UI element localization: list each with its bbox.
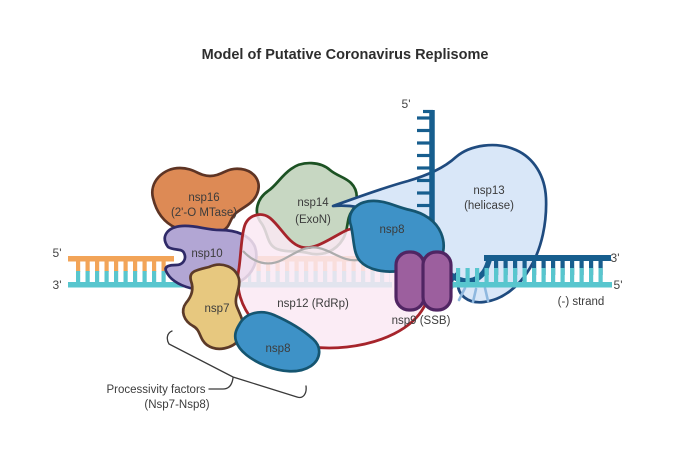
nsp8-top-label: nsp8 [380,224,405,236]
nascent-strand-5prime-label: 5' [402,97,411,111]
nsp7-label: nsp7 [205,303,230,315]
teal-strand-5prime-label: 5' [614,278,623,292]
nsp10-label: nsp10 [191,248,222,260]
processivity-label-line2: (Nsp7-Nsp8) [144,399,209,411]
nsp7-shape [181,263,246,351]
teal-strand-3prime-label: 3' [53,278,62,292]
nsp14-sublabel: (ExoN) [295,214,331,226]
processivity-label-line1: Processivity factors [106,384,205,396]
teal-strand-spine-right [448,282,612,288]
nsp9-label: nsp9 (SSB) [392,315,451,327]
blue-strand-3prime-label: 3' [611,251,620,265]
nsp16-label: nsp16 [188,192,219,204]
orange-strand-spine [68,256,174,262]
nsp13-sublabel: (helicase) [464,200,514,212]
orange-rungs [71,260,170,272]
nsp9-subunit-left [394,250,426,312]
nsp9-subunit-right [421,250,453,312]
teal-rungs-right [452,268,608,283]
blue-strand-spine [484,255,611,261]
nsp8-bottom-label: nsp8 [266,343,291,355]
processivity-bracket [166,330,307,399]
nsp8-bottom-shape [233,310,321,373]
diagram-title: Model of Putative Coronavirus Replisome [202,47,489,63]
nsp12-label: nsp12 (RdRp) [277,298,349,310]
nsp13-label: nsp13 [473,185,504,197]
minus-strand-label: (-) strand [558,296,605,308]
orange-strand-5prime-label: 5' [53,246,62,260]
nsp9-shape [394,250,453,312]
minus-strand-duplex-right [448,255,612,288]
nsp14-label: nsp14 [297,197,329,209]
nsp16-sublabel: (2'-O MTase) [171,207,237,219]
processivity-bracket-pointer [208,377,234,390]
teal-rungs [71,271,170,283]
